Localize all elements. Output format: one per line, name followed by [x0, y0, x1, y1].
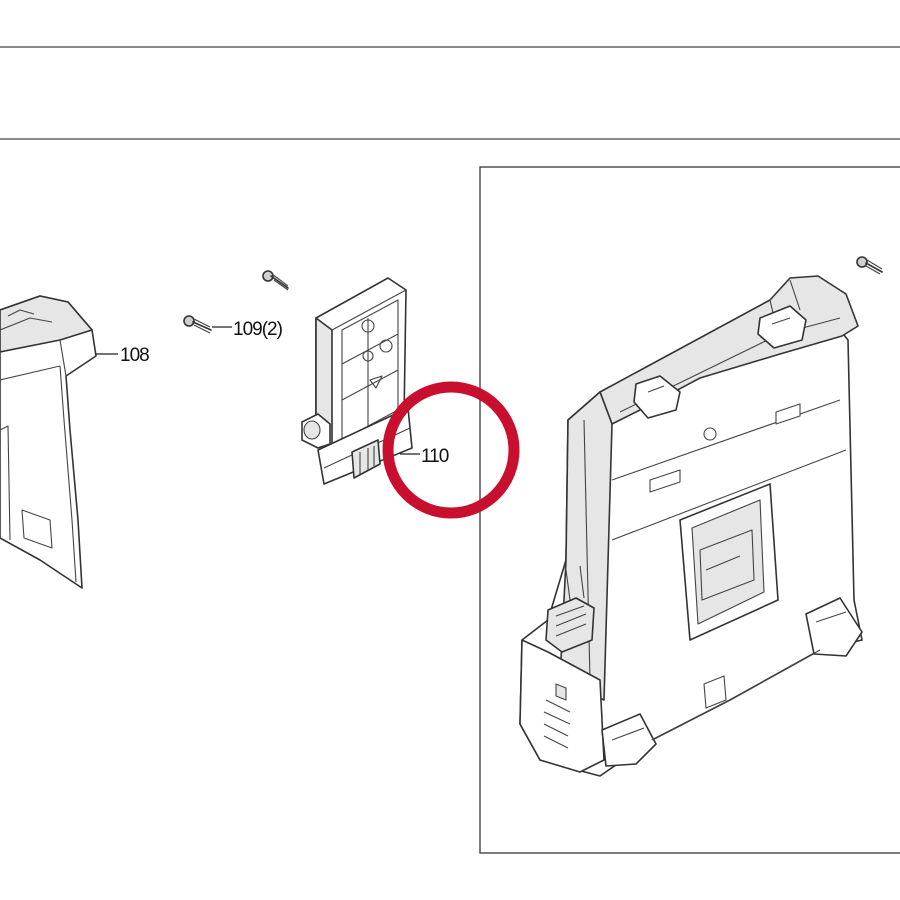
part-108-cover	[0, 295, 97, 589]
highlight-ring	[382, 381, 520, 519]
part-109-screw-upper	[262, 270, 289, 291]
part-109-screw-lower	[183, 315, 212, 334]
callout-109: 109(2)	[233, 319, 283, 340]
callout-110: 110	[421, 446, 449, 467]
part-110-bracket	[301, 277, 413, 485]
inset-screw	[856, 256, 883, 275]
assembled-unit-inset	[519, 256, 883, 777]
callout-108: 108	[120, 345, 149, 366]
